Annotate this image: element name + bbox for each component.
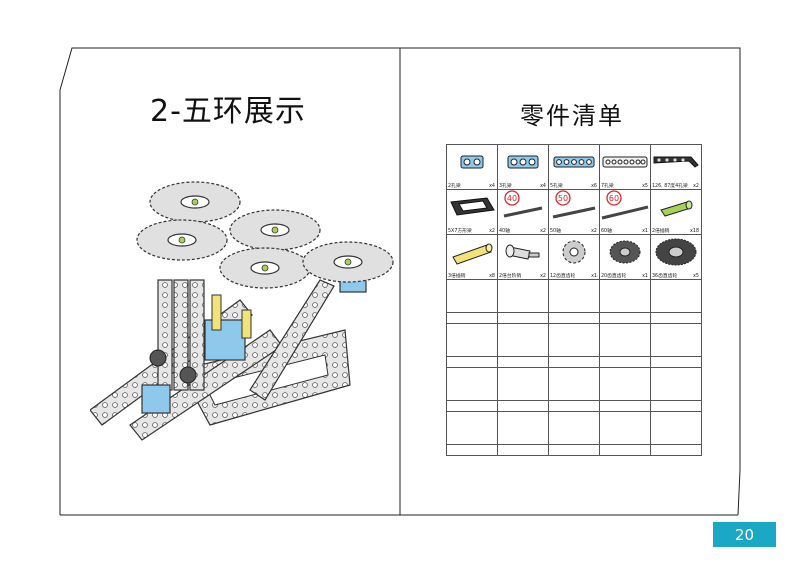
part-qty: x4 xyxy=(540,184,546,189)
parts-row: 3倍插销 x8 2倍台阶销 x2 12齿直齿轮 x1 20齿直齿轮 x1 xyxy=(446,234,702,280)
parts-cell: 3倍插销 x8 xyxy=(446,234,498,280)
empty-row xyxy=(446,323,702,357)
page-number: 20 xyxy=(734,526,755,544)
part-label: 60轴 xyxy=(601,229,612,234)
part-label: 5X7方形梁 xyxy=(448,229,472,234)
parts-cell: 60 60轴 x1 xyxy=(599,189,651,235)
parts-cell: 2倍台阶销 x2 xyxy=(497,234,549,280)
assembly-illustration xyxy=(90,181,394,441)
blue-connector xyxy=(141,384,171,414)
part-qty: x2 xyxy=(540,229,546,234)
parts-cell: 3孔梁 x4 xyxy=(497,144,549,190)
part-qty: x5 xyxy=(693,274,699,279)
axle-marker: 50 xyxy=(558,194,568,203)
part-qty: x2 xyxy=(693,184,699,189)
black-angled-beam-icon xyxy=(653,156,699,168)
axle-marker: 40 xyxy=(507,194,517,203)
part-qty: x1 xyxy=(642,274,648,279)
empty-row xyxy=(446,367,702,401)
gear-12-icon xyxy=(562,240,586,264)
parts-cell: 40 40轴 x2 xyxy=(497,189,549,235)
part-qty: x6 xyxy=(591,184,597,189)
part-qty: x4 xyxy=(489,184,495,189)
page-title-right: 零件清单 xyxy=(520,102,624,130)
part-label: 20齿直齿轮 xyxy=(601,274,627,279)
parts-cell: 5孔梁 x6 xyxy=(548,144,600,190)
part-label: 126, 87度4孔梁 xyxy=(652,184,688,189)
vertical-beam xyxy=(173,279,189,391)
empty-row xyxy=(446,400,702,412)
empty-row xyxy=(446,356,702,368)
yellow-triple-pin-icon xyxy=(452,243,493,265)
empty-row xyxy=(446,279,702,313)
part-qty: x8 xyxy=(489,274,495,279)
blue-connector xyxy=(204,319,246,361)
part-label: 3孔梁 xyxy=(499,184,512,189)
yellow-pin xyxy=(211,294,222,331)
part-qty: x5 xyxy=(642,184,648,189)
part-qty: x2 xyxy=(540,274,546,279)
parts-cell: 50 50轴 x2 xyxy=(548,189,600,235)
empty-row xyxy=(446,411,702,445)
parts-cell: 2倍插销 x18 xyxy=(650,189,702,235)
parts-cell: 126, 87度4孔梁 x2 xyxy=(650,144,702,190)
parts-cell: 20齿直齿轮 x1 xyxy=(599,234,651,280)
gear-36-icon xyxy=(655,238,697,266)
parts-cell: 5X7方形梁 x2 xyxy=(446,189,498,235)
part-label: 5孔梁 xyxy=(550,184,563,189)
empty-row xyxy=(446,312,702,324)
parts-row: 2孔梁 x4 3孔梁 x4 5孔梁 x6 7孔梁 x5 xyxy=(446,144,702,190)
parts-cell: 36齿直齿轮 x5 xyxy=(650,234,702,280)
vertical-beam xyxy=(157,279,173,391)
page-title-left: 2-五环展示 xyxy=(150,94,306,129)
parts-list-table: 2孔梁 x4 3孔梁 x4 5孔梁 x6 7孔梁 x5 xyxy=(446,144,702,456)
part-qty: x2 xyxy=(489,229,495,234)
axle-50-icon: 50 xyxy=(552,190,596,219)
part-label: 50轴 xyxy=(550,229,561,234)
part-label: 2孔梁 xyxy=(448,184,461,189)
axle-60-icon: 60 xyxy=(601,190,649,220)
yellow-pin xyxy=(241,309,252,339)
part-qty: x2 xyxy=(591,229,597,234)
green-double-pin-icon xyxy=(660,200,693,217)
parts-cell: 7孔梁 x5 xyxy=(599,144,651,190)
part-label: 3倍插销 xyxy=(448,274,466,279)
part-label: 36齿直齿轮 xyxy=(652,274,678,279)
axle-40-icon: 40 xyxy=(503,190,543,218)
vertical-beam xyxy=(189,279,205,391)
page-number-badge: 20 xyxy=(713,522,776,547)
white-7-hole-beam-icon xyxy=(602,156,648,168)
part-label: 2倍插销 xyxy=(652,229,670,234)
gear-20-icon xyxy=(609,240,641,264)
axle-marker: 60 xyxy=(609,194,619,203)
part-label: 12齿直齿轮 xyxy=(550,274,576,279)
blue-3-hole-beam-icon xyxy=(507,155,539,169)
part-label: 40轴 xyxy=(499,229,510,234)
parts-cell: 12齿直齿轮 x1 xyxy=(548,234,600,280)
part-qty: x1 xyxy=(591,274,597,279)
blue-2-hole-beam-icon xyxy=(460,155,484,169)
parts-row: 5X7方形梁 x2 40 40轴 x2 50 50轴 x2 60 xyxy=(446,189,702,235)
part-label: 7孔梁 xyxy=(601,184,614,189)
parts-cell: 2孔梁 x4 xyxy=(446,144,498,190)
black-square-frame-icon xyxy=(450,197,495,216)
step-pin-icon xyxy=(505,244,540,260)
part-label: 2倍台阶销 xyxy=(499,274,522,279)
blue-5-hole-beam-icon xyxy=(553,156,595,168)
part-qty: x18 xyxy=(690,229,699,234)
part-qty: x1 xyxy=(642,229,648,234)
empty-row xyxy=(446,444,702,456)
